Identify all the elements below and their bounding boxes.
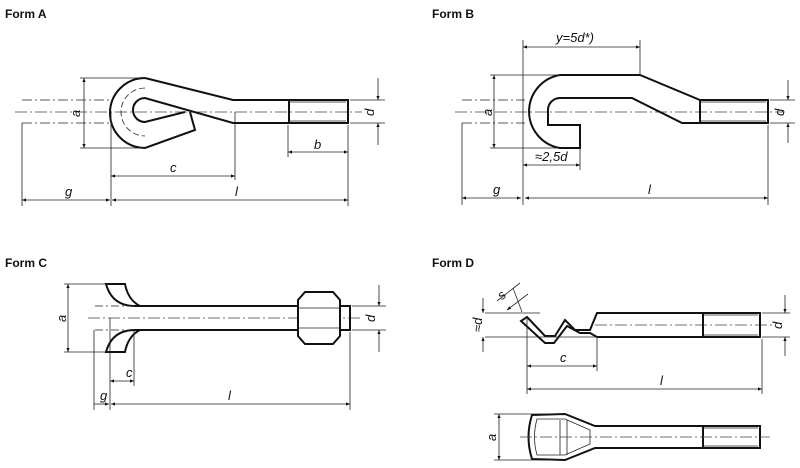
form-b: Form B a y=5d*) ≈2,5d d g l	[432, 7, 795, 205]
bolt-form-d-top	[520, 412, 770, 462]
dim-a-label: a	[54, 315, 69, 322]
dim-c-label: c	[126, 365, 133, 380]
form-c-title: Form C	[5, 256, 47, 270]
form-d-title: Form D	[432, 256, 474, 270]
bolt-form-c	[95, 283, 351, 353]
dim-l-label: l	[235, 184, 239, 199]
dim-c-label: c	[560, 350, 567, 365]
dim-d-label: d	[772, 108, 787, 116]
form-d: Form D ≈d s d c l	[432, 256, 790, 462]
dim-g-label: g	[100, 388, 108, 403]
dim-l-label: l	[228, 388, 232, 403]
nut	[297, 291, 341, 345]
dim-s-label: s	[494, 287, 510, 303]
form-a: Form A a d b c g l	[5, 7, 385, 206]
dim-a-label: a	[484, 434, 499, 441]
bolt-form-b	[528, 74, 769, 149]
dim-d-label: d	[770, 321, 785, 329]
dim-y-label: y=5d*)	[555, 30, 594, 45]
form-a-title: Form A	[5, 7, 47, 21]
dim-a-label: a	[68, 110, 83, 117]
form-b-title: Form B	[432, 7, 474, 21]
dim-l-label: l	[660, 373, 664, 388]
bolt-form-a	[109, 77, 349, 150]
bolt-form-d-side	[519, 312, 761, 344]
form-c: Form C a d c g l	[5, 256, 386, 410]
dim-d-label: d	[362, 108, 377, 116]
dim-g-label: g	[493, 182, 501, 197]
dim-c-label: c	[170, 160, 177, 175]
dim-l-label: l	[648, 182, 652, 197]
dim-approx-d-label: ≈d	[470, 317, 485, 332]
dim-b-label: b	[314, 137, 321, 152]
dim-a-label: a	[480, 109, 495, 116]
dim-d-label: d	[363, 314, 378, 322]
dim-g-label: g	[65, 184, 73, 199]
dim-radius-label: ≈2,5d	[535, 149, 568, 164]
